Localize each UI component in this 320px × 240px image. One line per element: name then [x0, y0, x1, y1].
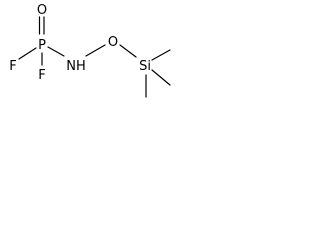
bond-n-o: [85, 44, 106, 57]
atom-oxygen-mid: O: [108, 35, 118, 50]
atom-fluorine-bottom: F: [38, 68, 45, 83]
atom-oxygen-top: O: [37, 3, 47, 18]
bond-p-f-left: [18, 47, 37, 60]
bond-p-n: [47, 46, 65, 57]
atom-silicon: Si: [139, 59, 151, 74]
atom-nitrogen: NH: [66, 59, 86, 74]
bond-o-si: [119, 44, 137, 58]
atom-labels: O P F F NH O Si: [9, 3, 151, 83]
atom-phosphorus: P: [38, 38, 46, 53]
structure-diagram: O P F F NH O Si: [0, 0, 184, 112]
atom-fluorine-left: F: [9, 59, 16, 74]
bond-si-methyl-downright: [151, 69, 171, 86]
molecule-drawing: O P F F NH O Si: [9, 3, 171, 98]
bond-si-methyl-right: [151, 49, 171, 61]
bonds: [18, 16, 171, 98]
